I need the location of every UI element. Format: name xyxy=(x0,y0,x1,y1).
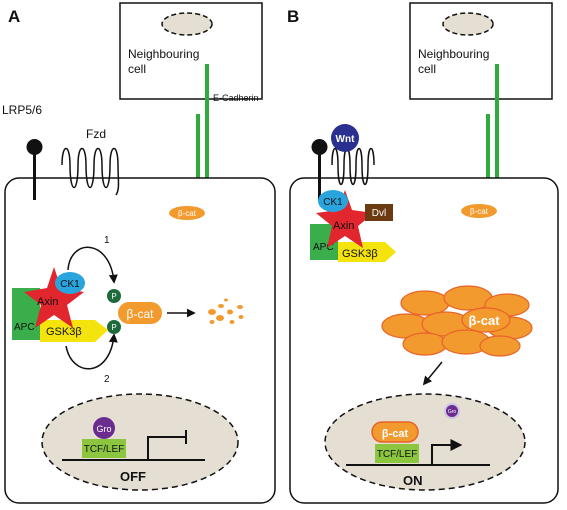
e-cadherin-a-1 xyxy=(205,64,209,206)
neighbouring-label-b: Neighbouring xyxy=(418,47,489,61)
free-bcat-a xyxy=(118,302,162,324)
ck1-a-label: CK1 xyxy=(60,279,80,290)
membrane-bcat-b xyxy=(461,204,497,218)
gro-b-label: Gro xyxy=(448,409,457,415)
gsk3b-a-label: GSK3β xyxy=(46,326,82,338)
ck1-b-label: CK1 xyxy=(323,197,343,208)
lrp-receptor-b xyxy=(318,150,321,200)
panel-a: A Neighbouring cell E-Cadherin LRP5/6 Fz… xyxy=(2,2,276,504)
phospho-circle-2 xyxy=(107,320,121,334)
neighbouring-nucleus-a xyxy=(161,12,213,36)
tcf-lef-b-label: TCF/LEF xyxy=(377,449,418,460)
phospho-circle-1 xyxy=(107,289,121,303)
fzd-label: Fzd xyxy=(86,127,106,141)
wnt-label: Wnt xyxy=(336,134,356,145)
repressed-promoter-a xyxy=(147,436,186,460)
gro-a-label: Gro xyxy=(96,424,111,434)
free-bcat-a-label: β-cat xyxy=(127,307,155,321)
axin-b-label: Axin xyxy=(333,220,354,232)
neighbouring-label-b-2: cell xyxy=(418,62,436,76)
lrp-head-a xyxy=(26,139,43,155)
gsk3b-b xyxy=(338,242,396,262)
e-cadherin-b-1 xyxy=(495,64,499,206)
phospho-arrow-2 xyxy=(65,333,118,370)
accumulated-bcat-label: β-cat xyxy=(468,313,500,328)
fzd-receptor-a xyxy=(61,147,120,196)
active-promoter-arrow xyxy=(431,439,463,465)
nucleus-b xyxy=(324,393,526,491)
state-on-label: ON xyxy=(403,473,423,488)
phospho-label-1: P xyxy=(111,292,116,301)
panel-b: B Neighbouring cell Wnt β-cat APC GSK3β … xyxy=(287,2,559,504)
accumulated-bcat xyxy=(381,285,533,357)
gsk3b-a xyxy=(40,320,108,342)
nuclear-bcat-label: β-cat xyxy=(382,428,409,440)
wnt-ligand xyxy=(331,124,359,152)
apc-b-label: APC xyxy=(313,242,334,253)
apc-a-label: APC xyxy=(14,322,35,333)
state-off-label: OFF xyxy=(120,469,146,484)
nucleus-a xyxy=(41,393,239,491)
panel-label-b: B xyxy=(287,7,299,26)
fzd-receptor-b xyxy=(331,147,375,186)
membrane-bcat-b-label: β-cat xyxy=(470,207,489,216)
neighbouring-label-a: Neighbouring xyxy=(128,47,199,61)
degraded-bcat-fragments xyxy=(208,298,244,324)
ck1-a xyxy=(55,272,85,294)
membrane-bcat-a-label: β-cat xyxy=(178,209,197,218)
tcf-lef-a xyxy=(82,439,126,458)
lrp-label: LRP5/6 xyxy=(2,103,42,117)
e-cadherin-b-2 xyxy=(486,114,490,206)
membrane-bcat-a xyxy=(169,206,205,220)
step-number-1: 1 xyxy=(104,235,110,246)
neighbouring-label-a-2: cell xyxy=(128,62,146,76)
gro-a xyxy=(93,417,115,439)
neighbouring-nucleus-b xyxy=(442,12,494,36)
phospho-label-2: P xyxy=(111,323,116,332)
nuclear-translocation-arrow xyxy=(422,361,443,386)
panel-label-a: A xyxy=(8,7,20,26)
nuclear-bcat xyxy=(371,421,419,443)
tcf-lef-a-label: TCF/LEF xyxy=(84,444,125,455)
e-cadherin-a-2 xyxy=(196,114,200,206)
axin-b xyxy=(316,190,374,248)
ck1-b xyxy=(318,190,348,212)
e-cadherin-label: E-Cadherin xyxy=(213,93,259,103)
step-number-2: 2 xyxy=(104,374,110,385)
lrp-head-b xyxy=(311,139,328,155)
gsk3b-b-label: GSK3β xyxy=(342,248,378,260)
dvl-label: Dvl xyxy=(372,208,386,219)
tcf-lef-b xyxy=(375,444,419,463)
gro-b xyxy=(444,403,460,419)
phospho-arrow-1 xyxy=(67,246,118,284)
lrp-receptor-a xyxy=(33,150,36,200)
axin-a-label: Axin xyxy=(37,296,58,308)
axin-a xyxy=(24,267,84,328)
dvl xyxy=(365,204,393,221)
